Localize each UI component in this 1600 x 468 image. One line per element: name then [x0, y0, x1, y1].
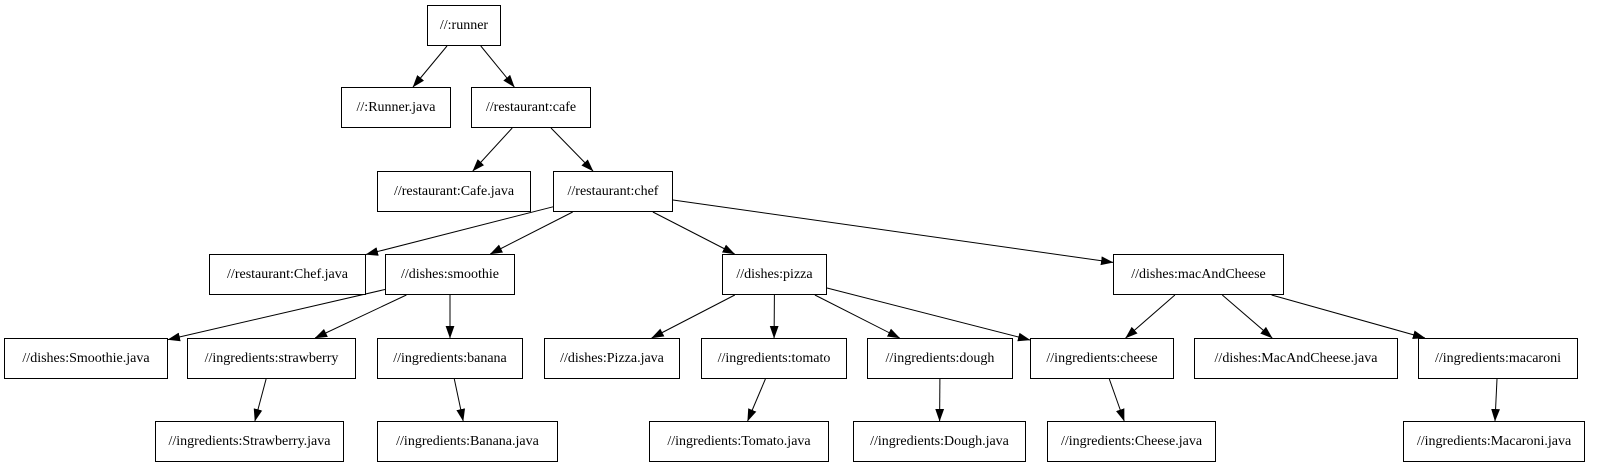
graph-node-chef: //restaurant:chef: [553, 171, 673, 212]
graph-node-dough: //ingredients:dough: [867, 338, 1013, 379]
graph-edge-macandcheese-to-macaroni: [1271, 294, 1426, 339]
graph-node-macandcheese: //dishes:macAndCheese: [1113, 254, 1284, 295]
graph-node-banana_java: //ingredients:Banana.java: [377, 421, 558, 462]
graph-node-tomato: //ingredients:tomato: [701, 338, 847, 379]
graph-node-banana: //ingredients:banana: [377, 338, 523, 379]
graph-edge-smoothie-to-smoothie_java: [167, 289, 386, 342]
graph-edge-macaroni-to-macaroni_java: [1491, 378, 1500, 422]
graph-edge-runner-to-runner_java: [412, 45, 448, 88]
graph-node-strawberry_java: //ingredients:Strawberry.java: [155, 421, 344, 462]
graph-edge-pizza-to-pizza_java: [651, 294, 736, 339]
graph-node-macaroni: //ingredients:macaroni: [1418, 338, 1578, 379]
graph-node-cheese: //ingredients:cheese: [1030, 338, 1174, 379]
graph-node-pizza: //dishes:pizza: [722, 254, 827, 295]
graph-node-runner: //:runner: [427, 5, 501, 46]
graph-edge-cafe-to-cafe_java: [472, 127, 513, 172]
graph-node-macaroni_java: //ingredients:Macaroni.java: [1403, 421, 1585, 462]
graph-node-runner_java: //:Runner.java: [341, 87, 451, 128]
graph-node-strawberry: //ingredients:strawberry: [187, 338, 356, 379]
graph-node-chef_java: //restaurant:Chef.java: [209, 254, 366, 295]
graph-node-macandcheese_java: //dishes:MacAndCheese.java: [1194, 338, 1398, 379]
graph-node-dough_java: //ingredients:Dough.java: [853, 421, 1026, 462]
graph-edge-chef-to-chef_java: [365, 206, 554, 256]
graph-edge-runner-to-cafe: [480, 45, 515, 88]
graph-edge-strawberry-to-strawberry_java: [253, 378, 267, 422]
graph-edge-chef-to-macandcheese: [672, 199, 1114, 266]
graph-edge-macandcheese-to-cheese: [1125, 294, 1176, 339]
graph-edge-chef-to-smoothie: [489, 211, 573, 255]
graph-edge-tomato-to-tomato_java: [747, 378, 766, 422]
graph-node-cafe_java: //restaurant:Cafe.java: [377, 171, 531, 212]
graph-node-smoothie: //dishes:smoothie: [385, 254, 515, 295]
graph-node-pizza_java: //dishes:Pizza.java: [544, 338, 680, 379]
graph-node-tomato_java: //ingredients:Tomato.java: [649, 421, 829, 462]
graph-edge-cafe-to-chef: [550, 127, 594, 172]
graph-edge-banana-to-banana_java: [453, 378, 466, 422]
graph-edge-cheese-to-cheese_java: [1108, 378, 1125, 422]
graph-node-cafe: //restaurant:cafe: [471, 87, 591, 128]
graph-edge-pizza-to-dough: [814, 294, 901, 339]
graph-edge-smoothie-to-strawberry: [314, 294, 407, 339]
graph-edge-pizza-to-cheese: [826, 287, 1031, 342]
graph-node-cheese_java: //ingredients:Cheese.java: [1047, 421, 1216, 462]
graph-edge-chef-to-pizza: [652, 211, 736, 255]
graph-node-smoothie_java: //dishes:Smoothie.java: [4, 338, 168, 379]
graph-edge-macandcheese-to-macandcheese_java: [1221, 294, 1273, 339]
